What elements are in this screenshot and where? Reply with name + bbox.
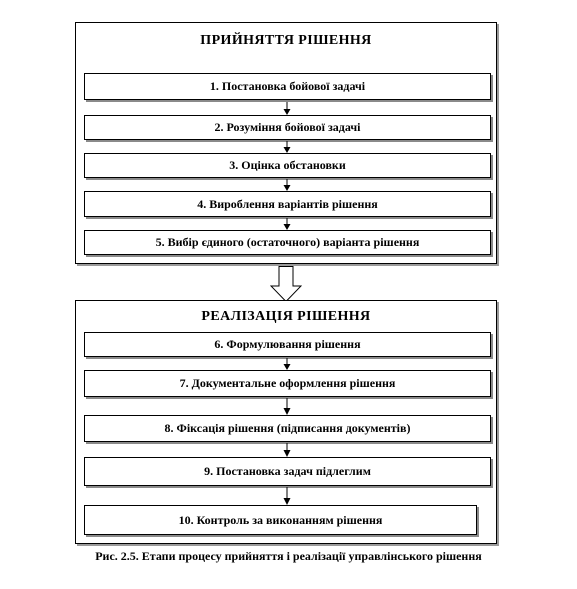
step-5-box: 5. Вибір єдиного (остаточного) варіанта …: [84, 230, 491, 255]
hollow-arrow-down-icon: [270, 266, 302, 302]
arrow-down-icon: [283, 179, 291, 191]
arrow-down-icon: [283, 141, 291, 153]
step-6-box: 6. Формулювання рішення: [84, 332, 491, 357]
arrow-down-icon: [283, 443, 291, 457]
decision-making-group: ПРИЙНЯТТЯ РІШЕННЯ: [75, 22, 497, 264]
step-3-box: 3. Оцінка обстановки: [84, 153, 491, 178]
arrow-down-icon: [283, 102, 291, 115]
arrow-down-icon: [283, 218, 291, 230]
step-8-box: 8. Фіксація рішення (підписання документ…: [84, 415, 491, 442]
arrow-down-icon: [283, 358, 291, 370]
step-7-box: 7. Документальне оформлення рішення: [84, 370, 491, 397]
arrow-down-icon: [283, 487, 291, 505]
step-1-box: 1. Постановка бойової задачі: [84, 73, 491, 100]
step-10-box: 10. Контроль за виконанням рішення: [84, 505, 477, 535]
step-9-box: 9. Постановка задач підлеглим: [84, 457, 491, 486]
step-2-box: 2. Розуміння бойової задачі: [84, 115, 491, 140]
step-4-box: 4. Вироблення варіантів рішення: [84, 191, 491, 217]
arrow-down-icon: [283, 398, 291, 415]
group-title-decision-implementation: РЕАЛІЗАЦІЯ РІШЕННЯ: [201, 309, 371, 324]
figure-caption: Рис. 2.5. Етапи процесу прийняття і реал…: [95, 549, 482, 563]
group-title-decision-making: ПРИЙНЯТТЯ РІШЕННЯ: [200, 33, 372, 48]
